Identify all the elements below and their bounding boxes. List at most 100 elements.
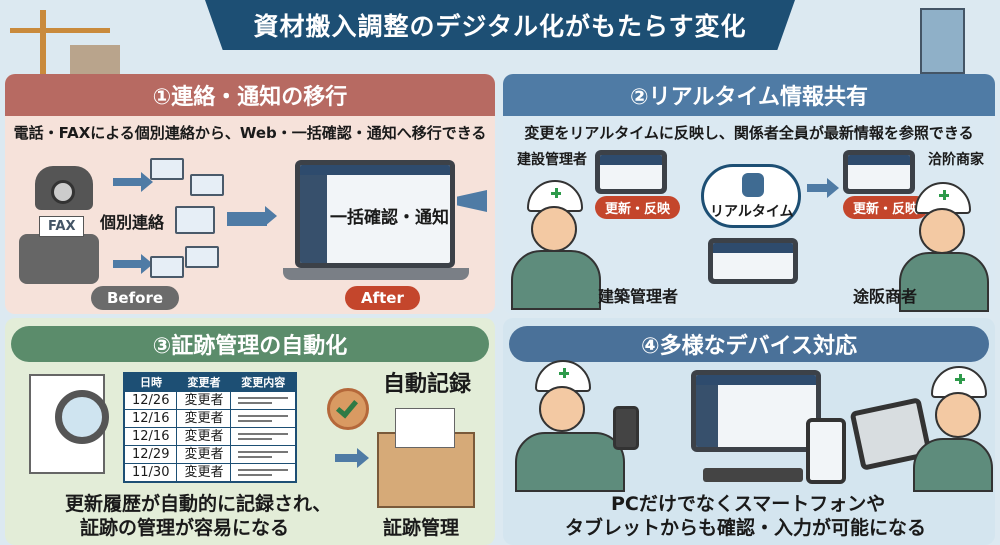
content-cell xyxy=(230,463,297,483)
body xyxy=(511,250,601,310)
update-badge: 更新・反映 xyxy=(843,196,929,219)
desktop-monitor xyxy=(708,238,798,284)
laptop-screen: 一括確認・通知 xyxy=(295,160,455,268)
table-header-row: 日時変更者変更内容 xyxy=(124,373,297,392)
envelope-icon xyxy=(175,206,215,234)
telephone-dial xyxy=(51,180,75,204)
arrow-icon xyxy=(113,172,153,192)
fax-label: FAX xyxy=(39,216,85,237)
crane-mast xyxy=(40,10,46,74)
monitor-right xyxy=(843,150,915,194)
cloud-label: リアルタイム xyxy=(710,204,794,220)
fax-machine-icon: FAX xyxy=(19,216,99,284)
body xyxy=(515,432,625,492)
editor-cell: 変更者 xyxy=(176,391,232,410)
caption-line-1: PCだけでなくスマートフォンや xyxy=(611,493,886,515)
building-illustration xyxy=(920,8,965,74)
column-header: 変更内容 xyxy=(230,373,297,392)
envelope-icon xyxy=(185,246,219,268)
arrow-icon xyxy=(113,254,153,274)
smartphone-icon xyxy=(806,418,846,484)
screen-titlebar xyxy=(713,243,793,253)
editor-cell: 変更者 xyxy=(176,463,232,483)
crane-jib xyxy=(10,28,110,33)
role-label: 途阪商者 xyxy=(853,287,918,306)
update-badge: 更新・反映 xyxy=(595,196,681,219)
column-header: 日時 xyxy=(124,373,177,392)
screen-titlebar xyxy=(848,155,910,165)
magnifier-icon xyxy=(55,390,109,444)
editor-cell: 変更者 xyxy=(176,409,232,428)
face xyxy=(539,386,585,432)
body xyxy=(899,252,989,312)
role-label: 洽阶商家 xyxy=(928,152,984,168)
after-badge: After xyxy=(345,286,420,310)
check-mark-icon xyxy=(335,395,359,419)
face xyxy=(531,206,577,252)
panel-subtitle: 変更をリアルタイムに反映し、関係者全員が最新情報を参照できる xyxy=(524,124,974,142)
before-badge: Before xyxy=(91,286,180,310)
individual-contact-label: 個別連絡 xyxy=(100,213,165,232)
megaphone-icon xyxy=(457,190,487,212)
date-cell: 12/16 xyxy=(123,427,178,446)
panel-heading: ①連絡・通知の移行 xyxy=(5,74,495,116)
content-cell xyxy=(230,445,297,464)
panel-realtime-sharing: ②リアルタイム情報共有 変更をリアルタイムに反映し、関係者全員が最新情報を参照で… xyxy=(503,74,995,314)
role-label: 建設管理者 xyxy=(517,152,587,168)
editor-cell: 変更者 xyxy=(176,445,232,464)
envelope-icon xyxy=(150,256,184,278)
page-title: 資材搬入調整のデジタル化がもたらす変化 xyxy=(205,0,795,50)
database-icon xyxy=(742,173,764,197)
date-cell: 11/30 xyxy=(123,463,178,483)
screen-sidebar xyxy=(300,175,327,263)
column-header: 変更者 xyxy=(176,373,231,392)
laptop-base xyxy=(283,268,469,280)
screen-titlebar xyxy=(696,375,816,385)
certified-badge-icon xyxy=(327,388,369,430)
content-cell xyxy=(230,391,297,410)
panel-heading: ②リアルタイム情報共有 xyxy=(503,74,995,116)
arrow-icon xyxy=(335,448,369,468)
face xyxy=(935,392,981,438)
document-stack-icon xyxy=(395,408,455,448)
bulk-notify-text: 一括確認・通知 xyxy=(330,208,449,228)
panel-subtitle: 電話・FAXによる個別連絡から、Web・一括確認・通知へ移行できる xyxy=(13,124,487,142)
content-cell xyxy=(230,409,297,428)
auto-record-label: 自動記録 xyxy=(383,372,472,397)
panel-heading: ③証跡管理の自動化 xyxy=(11,326,489,362)
panel-multi-device: ④多様なデバイス対応 PCだけでなくスマートフォンや タブレットからも確認・入力… xyxy=(503,318,995,545)
face xyxy=(919,208,965,254)
screen-titlebar xyxy=(300,165,450,175)
building-block xyxy=(70,45,120,75)
panel-communication: ①連絡・通知の移行 電話・FAXによる個別連絡から、Web・一括確認・通知へ移行… xyxy=(5,74,495,314)
smartphone-icon xyxy=(613,406,639,450)
transition-arrow-icon xyxy=(227,206,277,226)
screen-titlebar xyxy=(600,155,662,165)
keyboard-icon xyxy=(703,468,803,482)
caption-line-2: タブレットからも確認・入力が可能になる xyxy=(565,517,927,539)
crane-illustration xyxy=(10,10,120,75)
date-cell: 12/16 xyxy=(123,409,178,428)
telephone-icon xyxy=(35,166,93,210)
caption-line-2: 証跡の管理が容易になる xyxy=(80,517,290,539)
content-cell xyxy=(230,427,297,446)
panel-heading: ④多様なデバイス対応 xyxy=(509,326,989,362)
editor-cell: 変更者 xyxy=(176,427,232,446)
cloud-icon: リアルタイム xyxy=(701,164,801,228)
body xyxy=(913,438,993,492)
arrow-icon xyxy=(807,178,839,198)
envelope-icon xyxy=(150,158,184,180)
screen-sidebar xyxy=(696,385,718,447)
box-label: 証跡管理 xyxy=(383,517,460,539)
role-label: 建築管理者 xyxy=(598,287,679,306)
desktop-monitor xyxy=(691,370,821,452)
date-cell: 12/29 xyxy=(123,445,178,464)
envelope-icon xyxy=(190,174,224,196)
